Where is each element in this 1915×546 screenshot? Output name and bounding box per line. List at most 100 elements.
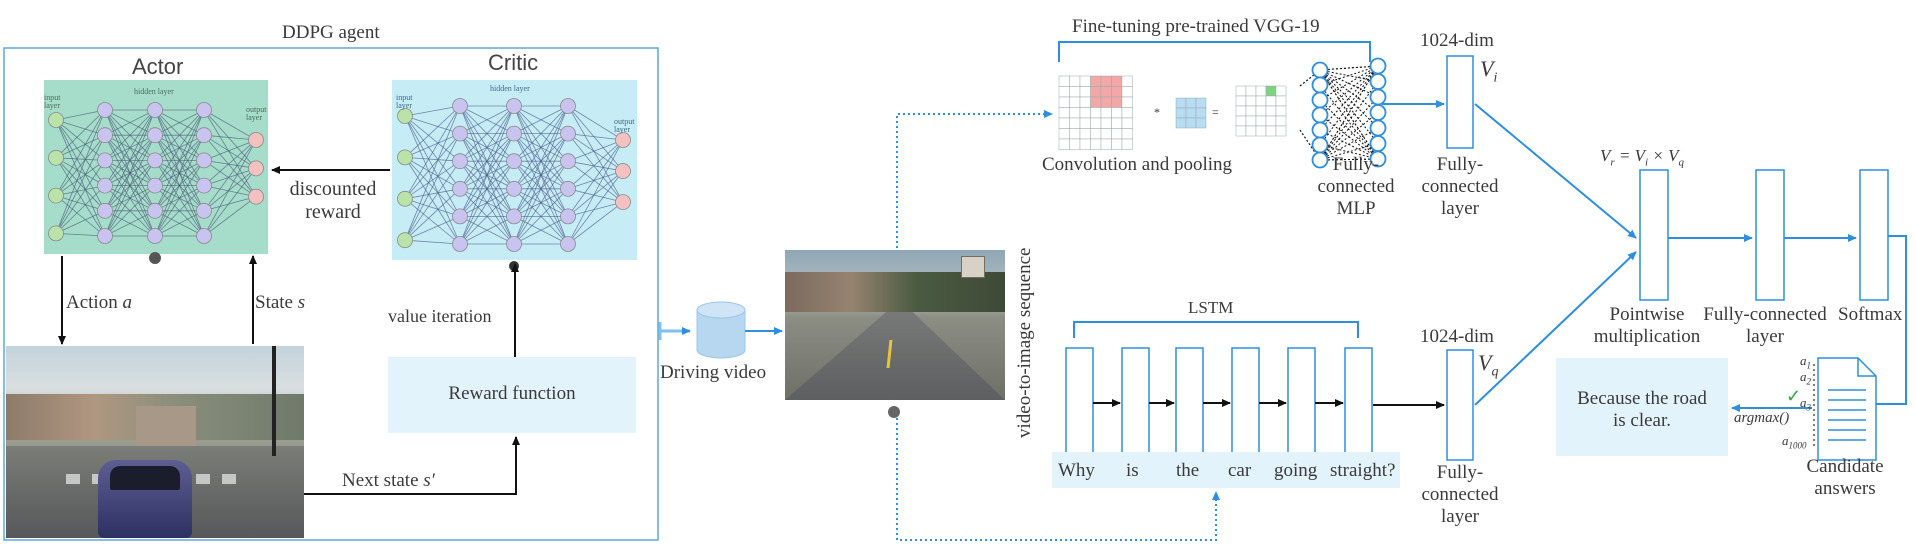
agent-title: DDPG agent <box>282 22 380 43</box>
nn-node <box>97 202 113 219</box>
actor-dot <box>149 252 161 264</box>
mlp-node <box>1369 57 1387 75</box>
nn-node <box>196 202 212 219</box>
nn-node <box>560 125 576 142</box>
a3-label: a3 <box>1800 395 1811 413</box>
driving-frame-image <box>785 250 1005 400</box>
svg-text:=: = <box>1212 105 1219 119</box>
nn-node <box>452 180 468 197</box>
mlp-node <box>1311 106 1329 124</box>
nn-node <box>452 125 468 142</box>
nn-node <box>560 236 576 252</box>
nn-node <box>560 180 576 197</box>
nn-node <box>560 98 576 114</box>
lstm-cell <box>1344 347 1373 459</box>
vi-label: Vi <box>1480 56 1498 86</box>
mlp-node <box>1369 73 1387 90</box>
vgg-title: Fine-tuning pre-trained VGG-19 <box>1072 16 1320 37</box>
fc-vq-box <box>1446 349 1474 461</box>
nn-node <box>48 225 64 242</box>
mlp-node <box>1369 135 1387 152</box>
mlp-node <box>1311 136 1329 154</box>
nn-node <box>452 98 468 114</box>
ddpg-agent-frame <box>3 47 659 541</box>
nn-node <box>560 153 576 170</box>
nn-node <box>147 228 163 244</box>
q-word-is: is <box>1126 460 1139 481</box>
state-label: State s <box>255 292 306 313</box>
frame-to-lstm-dotted <box>896 418 1220 541</box>
nn-node <box>147 177 163 194</box>
nn-node <box>97 177 113 194</box>
lstm-cells <box>1065 347 1373 459</box>
nn-node <box>48 187 64 204</box>
q-word-going: going <box>1274 460 1318 481</box>
actor-title: Actor <box>132 54 184 79</box>
nn-node <box>615 132 631 148</box>
a2-label: a2 <box>1800 369 1811 387</box>
nn-node <box>196 127 212 144</box>
frame-dot <box>888 406 900 418</box>
nn-node <box>506 236 522 252</box>
a1-label: a1 <box>1800 353 1811 371</box>
nn-node <box>452 208 468 225</box>
nn-node <box>196 177 212 194</box>
nn-node <box>397 190 413 207</box>
mlp-node <box>1311 121 1329 139</box>
document-icon <box>1817 357 1877 461</box>
dim-top-label: 1024-dim <box>1420 30 1494 51</box>
q-word-car: car <box>1228 460 1252 481</box>
softmax-label: Softmax <box>1838 304 1903 325</box>
nn-node <box>147 127 163 144</box>
nn-node <box>615 194 631 211</box>
nn-node <box>97 102 113 118</box>
reward-function-label: Reward function <box>448 383 576 404</box>
lstm-cell <box>1121 347 1150 459</box>
lstm-cell <box>1175 347 1204 459</box>
nn-node <box>97 127 113 144</box>
mlp-node <box>1311 91 1329 109</box>
lstm-cell <box>1287 347 1316 459</box>
lstm-title: LSTM <box>1188 298 1234 317</box>
answer-box <box>1556 358 1728 456</box>
vq-label: Vq <box>1478 350 1499 380</box>
nn-node <box>147 102 163 118</box>
mlp-node <box>1369 150 1387 168</box>
check-icon: ✓ <box>1786 386 1801 406</box>
action-label: Action a <box>66 292 132 313</box>
vi-to-pointwise-line <box>1474 103 1637 239</box>
nn-node <box>248 132 264 148</box>
nn-node <box>506 153 522 170</box>
dim-bottom-label: 1024-dim <box>1420 326 1494 347</box>
question-background <box>1052 452 1400 488</box>
driving-video-label: Driving video <box>660 362 767 383</box>
argmax-label: argmax() <box>1734 410 1790 426</box>
q-word-why: Why <box>1058 460 1095 481</box>
nn-node <box>48 112 64 128</box>
nn-node <box>97 228 113 244</box>
nn-node <box>97 152 113 169</box>
frame-to-vgg-dotted <box>896 110 1053 248</box>
nn-node <box>196 102 212 118</box>
nn-node <box>506 125 522 142</box>
softmax-box <box>1859 169 1889 301</box>
mlp-node <box>1369 104 1387 121</box>
conv-output-grid <box>1235 85 1287 137</box>
vr-formula-label: Vr = Vi × Vq <box>1600 146 1684 169</box>
nn-node <box>615 163 631 179</box>
database-icon <box>696 301 746 359</box>
mlp-node <box>1369 88 1387 106</box>
nn-node <box>506 180 522 197</box>
mlp-network <box>1299 57 1387 169</box>
nn-node <box>506 98 522 114</box>
vgg-bracket <box>1058 41 1371 62</box>
